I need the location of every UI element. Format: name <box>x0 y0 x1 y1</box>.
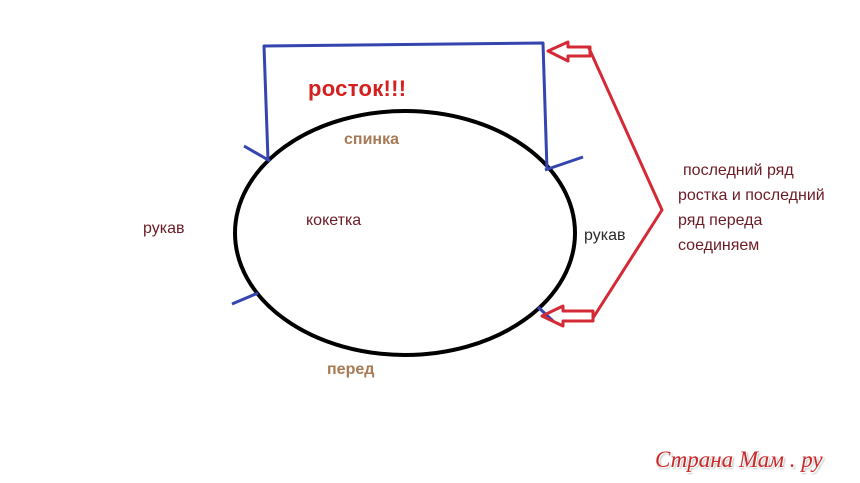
label-back: спинка <box>344 131 399 148</box>
arrow-bottom <box>540 304 595 328</box>
raglan-line-bottom-left <box>231 291 259 306</box>
note-line: ростка и последний <box>678 187 825 204</box>
raglan-line-top-left <box>243 144 271 163</box>
note-line: последний ряд <box>683 162 794 179</box>
yoke-outline <box>233 109 577 357</box>
label-yoke: кокетка <box>306 212 362 229</box>
site-watermark: Страна Мам . ру <box>655 447 823 472</box>
instruction-note: последний ряд ростка и последний ряд пер… <box>678 158 825 258</box>
raglan-line-top-right <box>544 155 584 172</box>
note-line: ряд переда <box>678 212 763 229</box>
diagram-title: росток!!! <box>308 76 407 101</box>
label-sleeve-left: рукав <box>143 220 185 237</box>
arrow-top <box>546 40 592 63</box>
connecting-bracket <box>586 45 664 319</box>
note-line: соединяем <box>678 237 760 254</box>
label-front: перед <box>327 361 375 378</box>
label-sleeve-right: рукав <box>584 227 626 244</box>
short-rows-bracket <box>262 41 549 171</box>
